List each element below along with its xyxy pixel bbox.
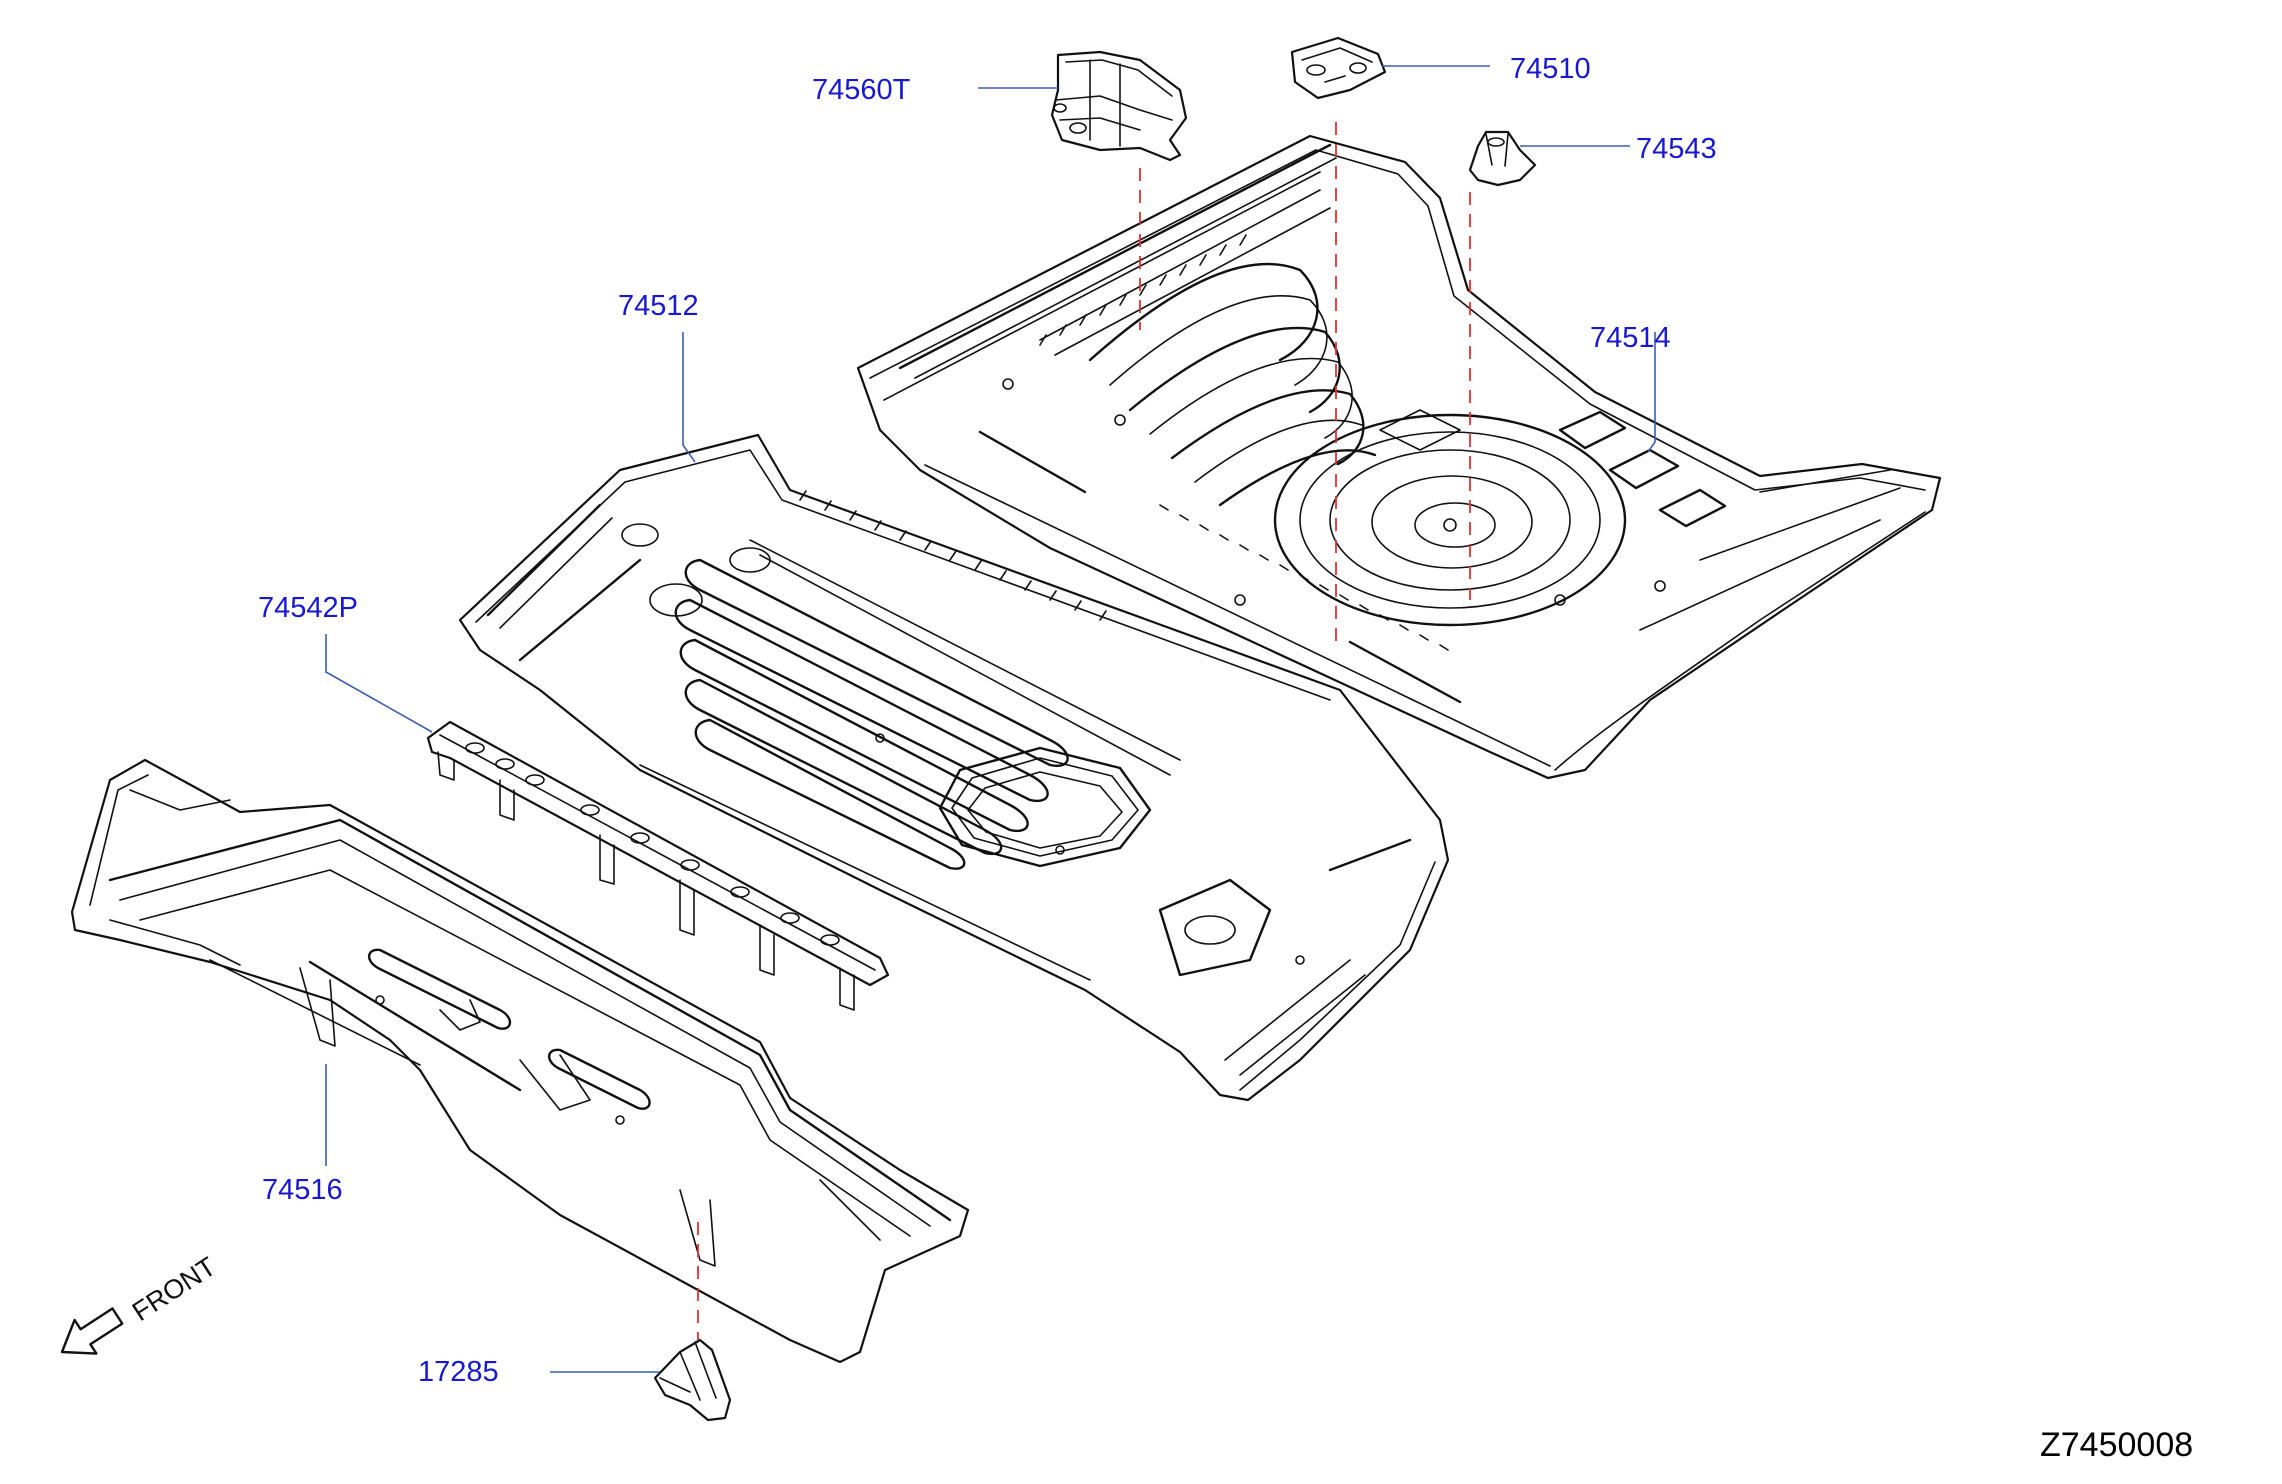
bracket-part-74543 <box>1468 130 1537 187</box>
bracket-part-74560T <box>1050 50 1188 162</box>
rear-floor-front-panel <box>458 433 1450 1102</box>
callout-74512: 74512 <box>618 290 699 322</box>
diagram-code: Z7450008 <box>2040 1426 2194 1464</box>
center-lines <box>697 122 1471 1340</box>
callout-74560T: 74560T <box>812 74 911 106</box>
callout-17285: 17285 <box>418 1356 499 1388</box>
leader-74514 <box>1647 332 1656 453</box>
callout-74510: 74510 <box>1510 53 1591 85</box>
leader-74512 <box>682 332 696 463</box>
callout-74516: 74516 <box>262 1174 343 1206</box>
floor-crossmember-bracket <box>426 720 890 1011</box>
front-label: FRONT <box>127 1251 221 1327</box>
plate-part-74510 <box>1290 36 1387 100</box>
arrow-down-left-icon <box>60 1307 124 1355</box>
leader-lines <box>325 65 1656 1373</box>
callout-74514: 74514 <box>1590 322 1671 354</box>
rear-floor-crossmember <box>70 758 970 1364</box>
callout-74542P: 74542P <box>258 592 358 624</box>
rear-floor-rear-panel <box>856 134 1942 780</box>
bracket-part-17285 <box>653 1338 732 1422</box>
leader-74542P <box>325 634 433 733</box>
callout-74543: 74543 <box>1636 133 1717 165</box>
